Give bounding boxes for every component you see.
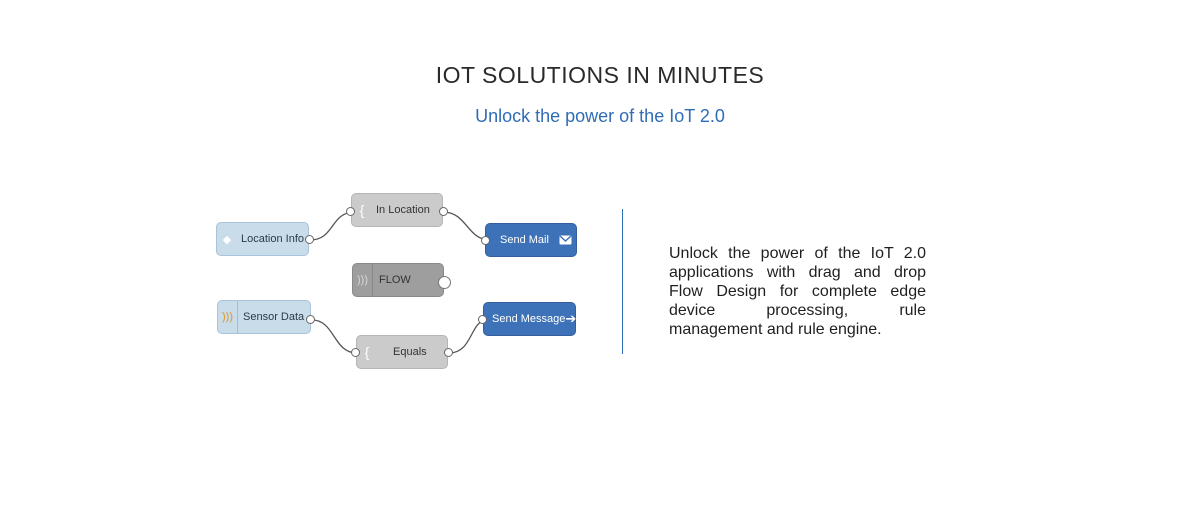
- flow-diagram: ◆ Location Info { In Location Send Mail …: [205, 185, 595, 380]
- port-in-location-in[interactable]: [346, 207, 355, 216]
- node-equals-label: Equals: [393, 346, 427, 358]
- wire-sensor-to-equals: [311, 319, 358, 354]
- brace-icon: {: [359, 202, 365, 218]
- node-flow[interactable]: ))) FLOW: [352, 263, 444, 297]
- port-equals-out[interactable]: [444, 348, 453, 357]
- node-in-location[interactable]: { In Location: [351, 193, 443, 227]
- node-location-info[interactable]: ◆ Location Info: [216, 222, 309, 256]
- page-title: IOT SOLUTIONS IN MINUTES: [435, 62, 765, 88]
- port-location-info-out[interactable]: [305, 235, 314, 244]
- wave-icon: ))): [218, 301, 238, 333]
- diamond-icon: ◆: [222, 233, 232, 246]
- port-in-location-out[interactable]: [439, 207, 448, 216]
- port-sensor-data-out[interactable]: [306, 315, 315, 324]
- node-send-message[interactable]: Send Message ➔: [483, 302, 576, 336]
- wire-equals-to-sendmessage: [448, 319, 488, 354]
- wave-icon: ))): [353, 264, 373, 296]
- arrow-right-icon: ➔: [565, 311, 577, 326]
- node-flow-label: FLOW: [379, 274, 411, 286]
- node-in-location-label: In Location: [376, 204, 430, 216]
- vertical-divider: [622, 209, 623, 354]
- node-sensor-data[interactable]: ))) Sensor Data: [217, 300, 311, 334]
- node-send-mail[interactable]: Send Mail: [485, 223, 577, 257]
- node-send-message-label: Send Message: [492, 313, 566, 325]
- port-equals-in[interactable]: [351, 348, 360, 357]
- wire-location-to-inlocation: [309, 211, 356, 241]
- node-equals[interactable]: { Equals: [356, 335, 448, 369]
- feature-description: Unlock the power of the IoT 2.0 applicat…: [669, 245, 926, 338]
- port-send-message-in[interactable]: [478, 315, 487, 324]
- mail-icon: [554, 224, 576, 256]
- node-send-mail-label: Send Mail: [500, 234, 549, 246]
- node-sensor-data-label: Sensor Data: [243, 311, 305, 323]
- page-subtitle: Unlock the power of the IoT 2.0: [475, 106, 725, 126]
- node-location-info-label: Location Info: [241, 233, 304, 245]
- port-send-mail-in[interactable]: [481, 236, 490, 245]
- port-flow-out[interactable]: [438, 276, 451, 289]
- brace-icon: {: [364, 344, 370, 360]
